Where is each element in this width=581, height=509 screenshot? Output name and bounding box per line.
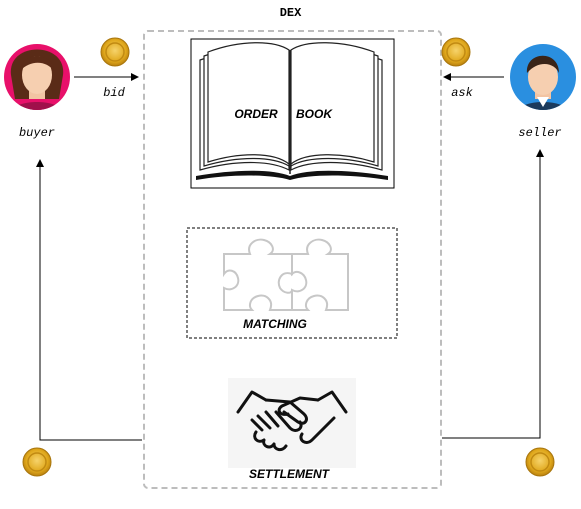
open-book-icon <box>196 42 388 180</box>
settlement-to-seller-arrow <box>442 149 544 439</box>
ask-label: ask <box>451 86 473 100</box>
order-book-label-left: ORDER <box>234 107 278 121</box>
gold-coin-icon <box>525 447 555 477</box>
dex-title: DEX <box>279 6 302 20</box>
settlement-to-buyer-arrow <box>36 159 142 441</box>
matching-label: MATCHING <box>243 317 307 331</box>
buyer-label: buyer <box>18 126 55 140</box>
settlement-label: SETTLEMENT <box>249 467 329 481</box>
settlement-card <box>228 378 356 468</box>
order-book-label-right: BOOK <box>296 107 332 121</box>
handshake-icon <box>236 390 348 452</box>
dex-container <box>143 30 442 489</box>
gold-coin-icon <box>100 37 130 67</box>
puzzle-icon <box>223 238 349 311</box>
gold-coin-icon <box>22 447 52 477</box>
matching-frame <box>186 227 398 339</box>
bid-label: bid <box>103 86 125 100</box>
male-avatar-icon <box>510 44 576 110</box>
seller-label: seller <box>518 126 562 140</box>
female-avatar-icon <box>4 44 70 110</box>
gold-coin-icon <box>441 37 471 67</box>
